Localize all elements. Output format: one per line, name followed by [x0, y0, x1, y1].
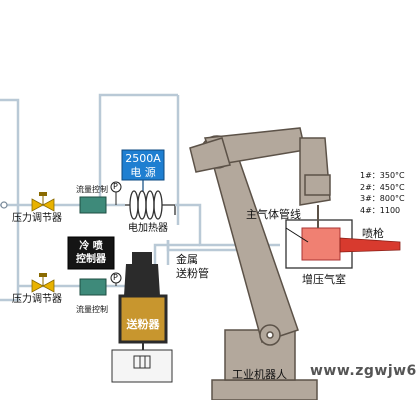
metal-feed-pipe-label-line1: 金属: [176, 253, 198, 266]
pipe-end-left: [0, 201, 8, 209]
pressurized-chamber-label: 增压气室: [302, 273, 346, 286]
main-gas-pipe-leader: [285, 227, 309, 243]
main-gas-pipe-label: 主气体管线: [246, 208, 301, 221]
power-supply-rating: 2500A: [125, 152, 161, 165]
temperature-item-2: 2#：450°C: [360, 182, 405, 192]
temperature-item-3: 3#：800°C: [360, 194, 405, 203]
pressure-regulator-top: [31, 192, 55, 212]
pressurized-chamber: [301, 227, 341, 261]
industrial-robot-label: 工业机器人: [232, 368, 287, 381]
pressure-gauge-bottom: [110, 272, 122, 286]
temperature-item-1: 1#：350°C: [360, 171, 405, 180]
flow-control-top-label: 流量控制: [76, 185, 108, 194]
industrial-robot: [189, 127, 331, 400]
watermark: www.zgwjw6: [310, 363, 417, 379]
spray-gun-label: 喷枪: [362, 227, 384, 240]
pressure-gauge-top-symbol: P: [113, 182, 118, 191]
metal-feed-pipe-label-line2: 送粉管: [176, 267, 209, 280]
pressure-gauge-top: [110, 181, 122, 205]
flow-controller-top: [79, 196, 107, 214]
electric-heater-label: 电加热器: [128, 223, 168, 234]
metal-feed-pipe: [153, 243, 200, 265]
cold-spray-controller-box: [67, 236, 115, 270]
pressure-gauge-bottom-symbol: P: [113, 273, 118, 282]
power-supply-box: [121, 149, 165, 181]
cold-spray-system-diagram: [0, 93, 401, 400]
cold-spray-controller-label-line1: 冷 喷: [79, 241, 103, 252]
power-supply-label: 电 源: [130, 166, 156, 179]
spray-gun: [339, 237, 401, 253]
temperature-item-4: 4#：1100: [360, 205, 401, 215]
pressure-regulator-top-label: 压力调节器: [12, 213, 62, 224]
flow-control-bottom-label: 流量控制: [76, 305, 108, 314]
pressure-regulator-bottom: [31, 273, 55, 293]
cold-spray-controller-label-line2: 控制器: [76, 254, 106, 265]
electric-heater-coil: [125, 190, 176, 220]
powder-feeder: [111, 252, 173, 383]
pressure-regulator-bottom-label: 压力调节器: [12, 294, 62, 305]
powder-feeder-label: 送粉器: [126, 318, 160, 331]
flow-controller-bottom: [79, 278, 107, 296]
temperature-list: 1#：350°C 2#：450°C 3#：800°C 4#：1100: [360, 170, 405, 216]
